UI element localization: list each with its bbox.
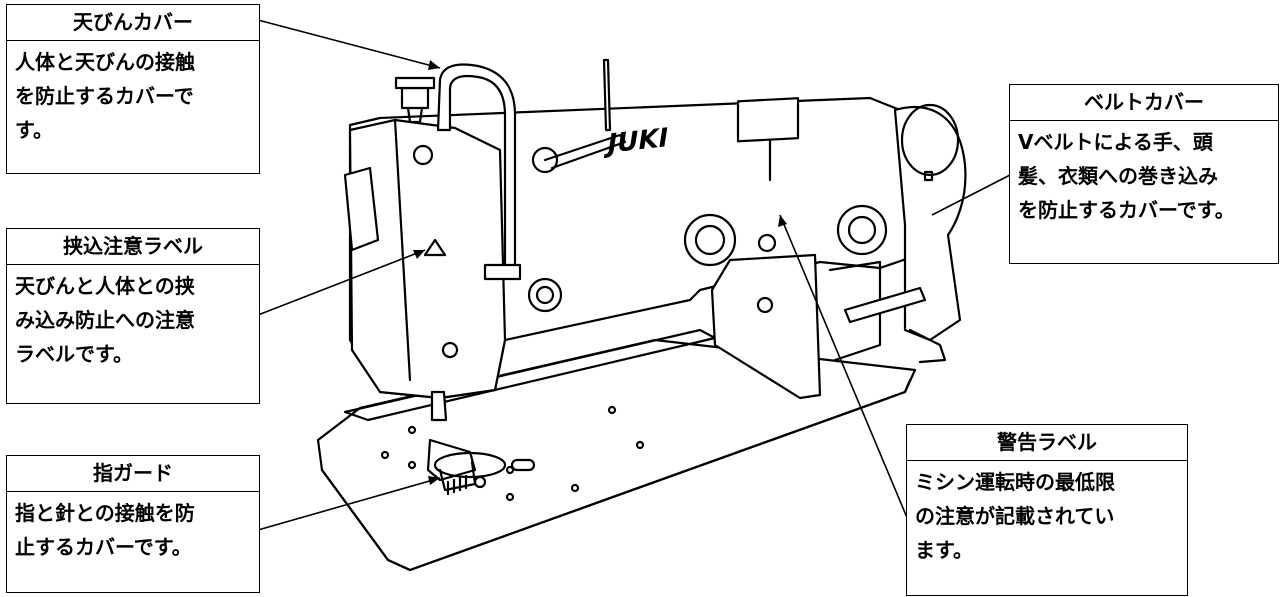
callout-title: 警告ラベル xyxy=(907,425,1187,461)
callout-body: 人体と天びんの接触 を防止するカバーで す。 xyxy=(15,50,195,142)
leader-tenbin xyxy=(257,19,441,69)
callout-body: 指と針との接触を防 止するカバーです。 xyxy=(15,501,195,559)
pillar xyxy=(710,253,822,400)
callout-take-up-cover: 天びんカバー 人体と天びんの接触 を防止するカバーで す。 xyxy=(6,4,260,174)
callout-finger-guard: 指ガード 指と針との接触を防 止するカバーです。 xyxy=(6,455,260,593)
warning-label-plate xyxy=(736,97,800,143)
callout-title: 指ガード xyxy=(7,456,259,492)
leader-belt xyxy=(931,174,1011,216)
needle-bar xyxy=(430,390,448,422)
callout-body: 天びんと人体との挟 み込み防止への注意 ラベルです。 xyxy=(15,274,195,366)
callout-title: 挟込注意ラベル xyxy=(7,229,259,265)
belt-cover xyxy=(893,105,967,342)
callout-body: ミシン運転時の最低限 の注意が記載されてい ます。 xyxy=(915,470,1115,562)
head-face xyxy=(348,118,507,400)
bed-plate-edge xyxy=(320,378,912,572)
callout-title: ベルトカバー xyxy=(1010,85,1278,121)
stitch-dial xyxy=(683,213,737,267)
juki-logo: JUKI xyxy=(602,123,669,160)
zigzag-dial xyxy=(836,204,888,256)
callout-title: 天びんカバー xyxy=(7,5,259,41)
leader-yubi xyxy=(257,477,441,531)
callout-pinch-label: 挟込注意ラベル 天びんと人体との挟 み込み防止への注意 ラベルです。 xyxy=(6,228,260,404)
leader-keikoku xyxy=(779,214,909,521)
callout-warning-label: 警告ラベル ミシン運転時の最低限 の注意が記載されてい ます。 xyxy=(906,424,1188,596)
callout-belt-cover: ベルトカバー Vベルトによる手、頭 髪、衣類への巻き込み を防止するカバーです。 xyxy=(1009,84,1279,264)
caution-triangle xyxy=(423,238,447,257)
callout-body: Vベルトによる手、頭 髪、衣類への巻き込み を防止するカバーです。 xyxy=(1018,130,1235,222)
leader-hasami xyxy=(257,249,426,316)
